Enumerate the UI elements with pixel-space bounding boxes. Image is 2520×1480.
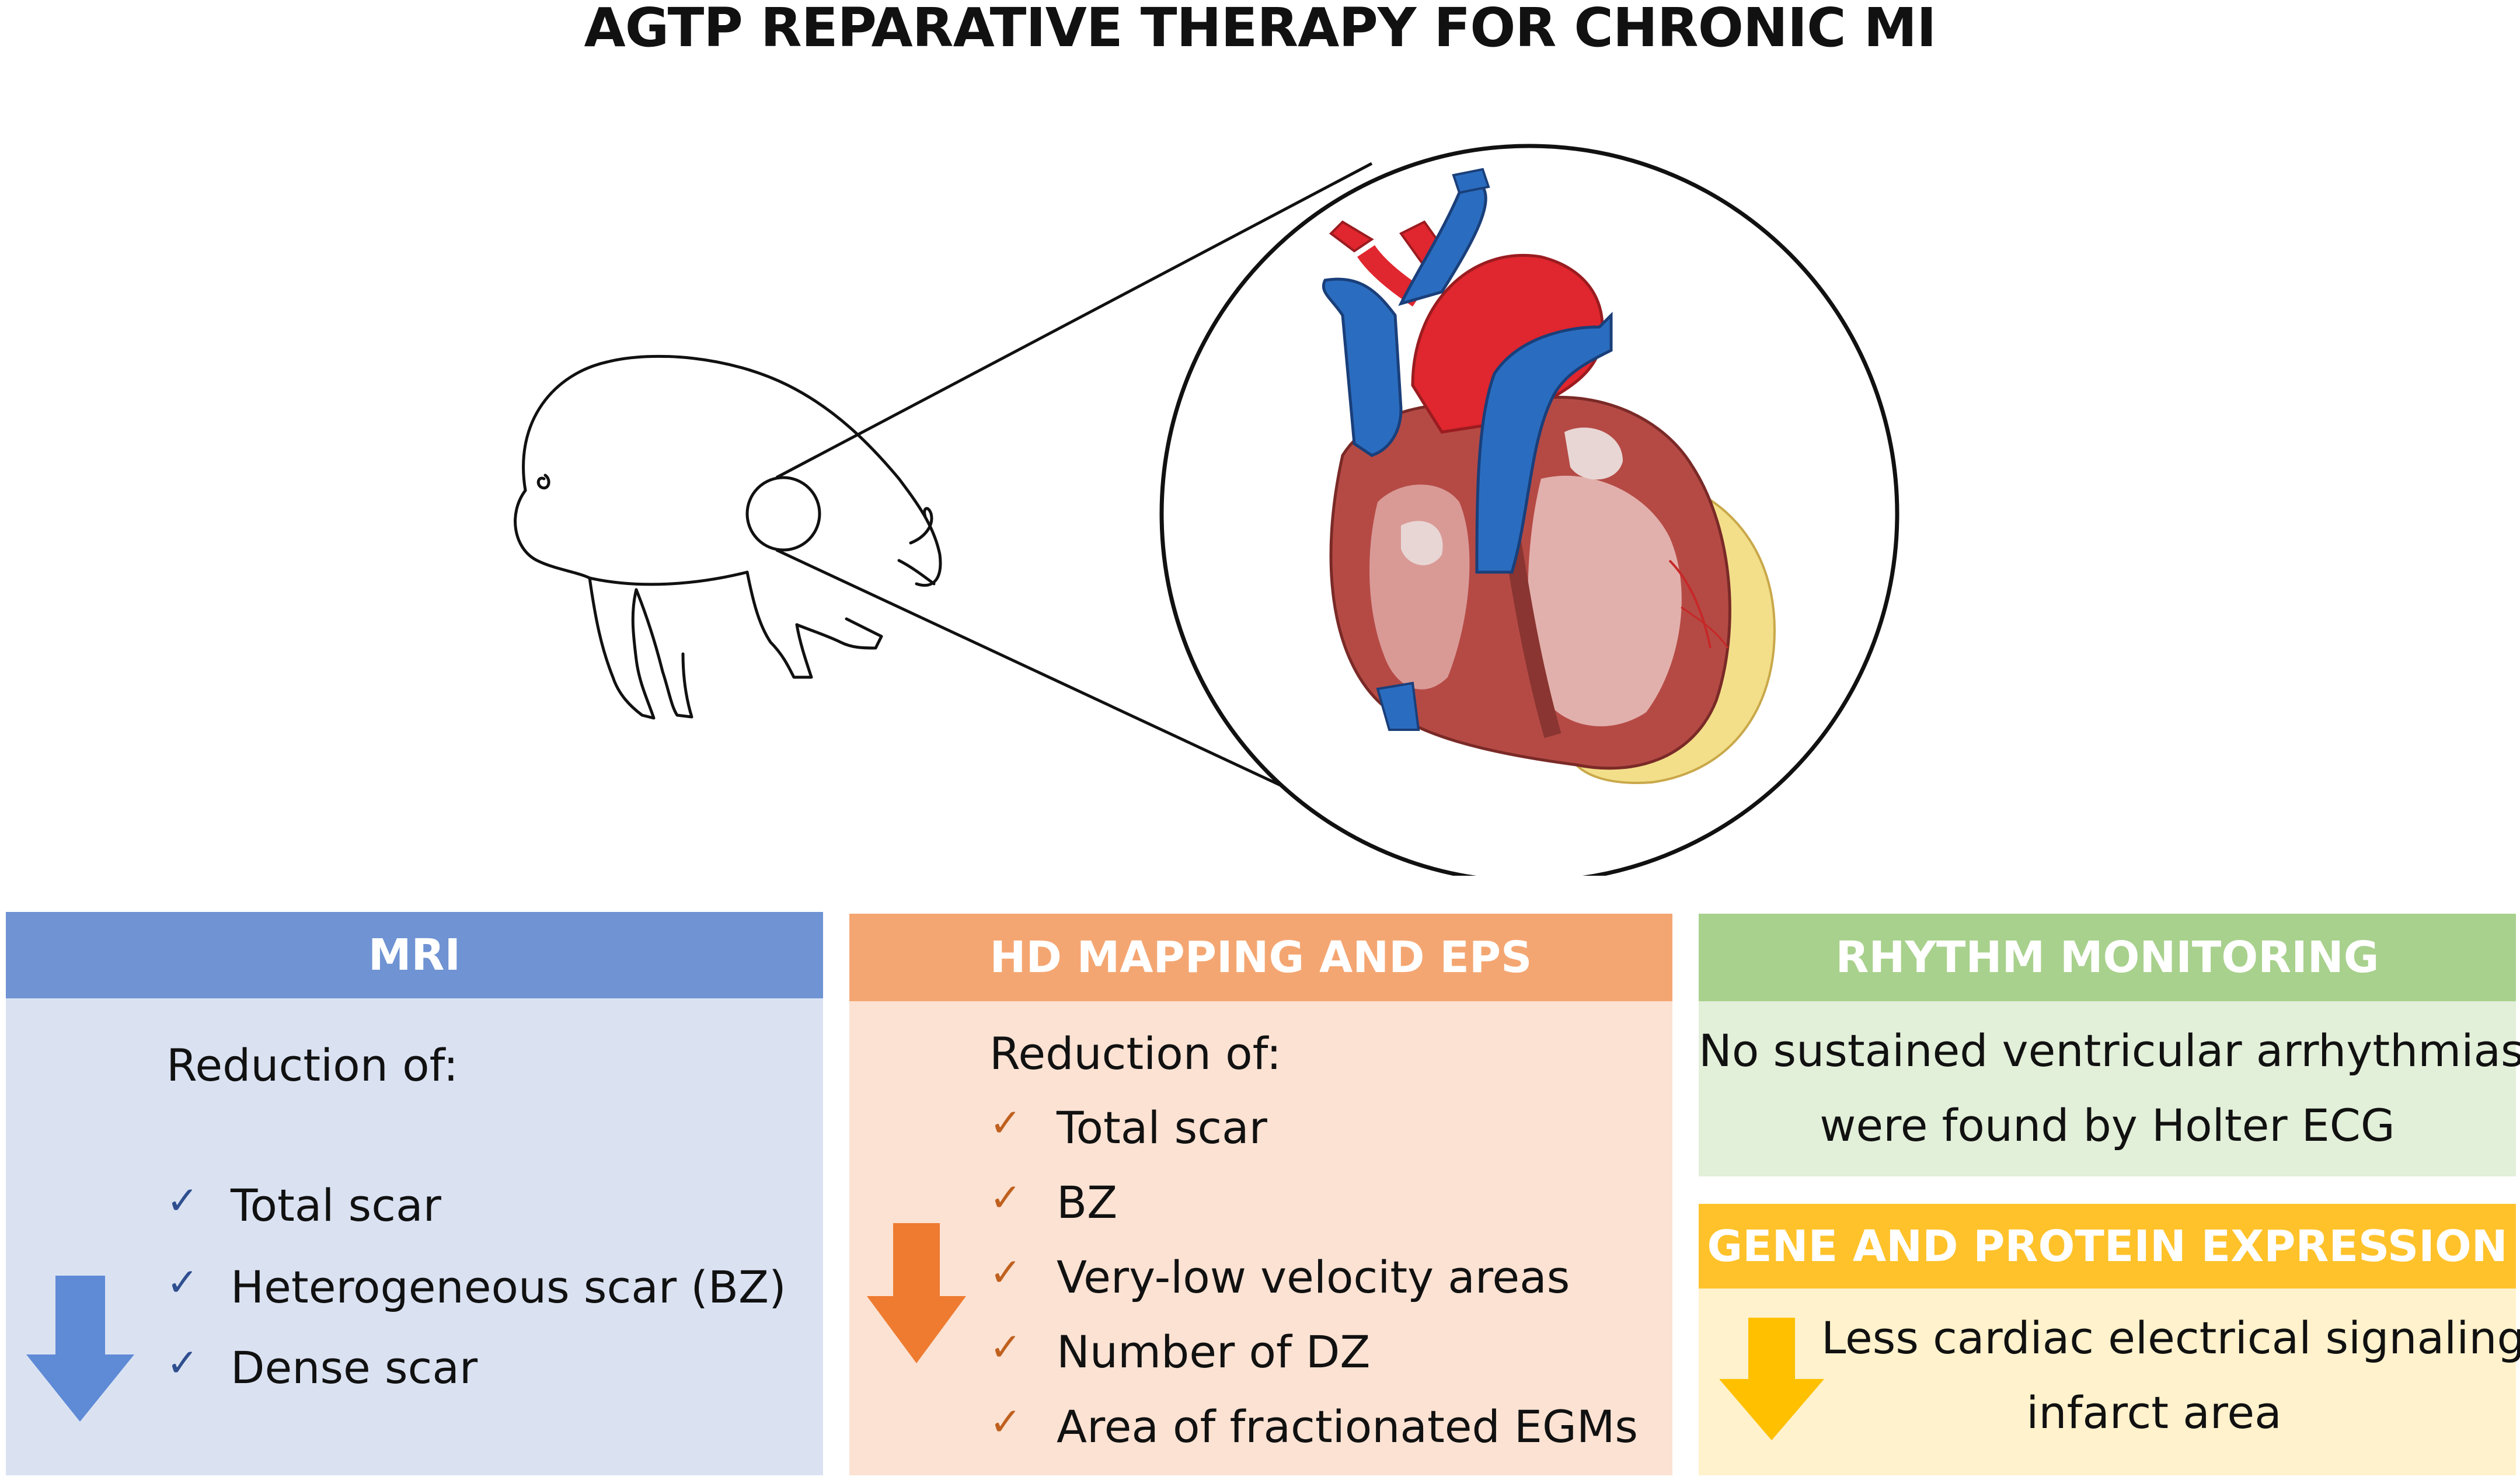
rhythm-body: No sustained ventricular arrhythmias wer… [1699, 1001, 2520, 1176]
hd-item-3: Very-low velocity areas [1057, 1251, 1570, 1303]
hd-intro: Reduction of: [989, 1028, 1282, 1079]
down-arrow-icon [26, 1276, 134, 1422]
check-icon: ✓ [989, 1175, 1022, 1220]
gene-line-1: Less cardiac electrical signaling in [1821, 1312, 2520, 1364]
check-icon: ✓ [989, 1325, 1022, 1370]
hd-body: Reduction of: ✓ Total scar ✓ BZ ✓ Very-l… [849, 1001, 1672, 1475]
heart-illustration [1322, 168, 1776, 784]
gene-body: Less cardiac electrical signaling in inf… [1699, 1289, 2520, 1475]
down-arrow-icon [1719, 1318, 1824, 1440]
mri-item-3: Dense scar [231, 1342, 478, 1394]
check-icon: ✓ [989, 1399, 1022, 1444]
gene-line-2: infarct area [2026, 1387, 2282, 1439]
hd-item-2: BZ [1057, 1176, 1118, 1228]
check-icon: ✓ [166, 1340, 199, 1385]
mri-header: MRI [6, 912, 823, 998]
hd-item-1: Total scar [1057, 1102, 1267, 1154]
zoom-lines [775, 162, 1373, 813]
hd-header: HD MAPPING AND EPS [849, 914, 1672, 1001]
gene-panel: GENE AND PROTEIN EXPRESSION Less cardiac… [1699, 1204, 2520, 1475]
hd-item-4: Number of DZ [1057, 1326, 1371, 1378]
check-icon: ✓ [989, 1101, 1022, 1145]
pig-drawing [514, 354, 942, 720]
mri-intro: Reduction of: [166, 1039, 459, 1091]
check-icon: ✓ [989, 1250, 1022, 1295]
rhythm-line-1: No sustained ventricular arrhythmias [1699, 1025, 2520, 1077]
mri-body: Reduction of: ✓ Total scar ✓ Heterogeneo… [6, 998, 823, 1475]
down-arrow-icon [867, 1223, 966, 1363]
mri-panel: MRI Reduction of: ✓ Total scar ✓ Heterog… [6, 912, 823, 1475]
mri-item-2: Heterogeneous scar (BZ) [231, 1261, 786, 1313]
check-icon: ✓ [166, 1178, 199, 1223]
check-icon: ✓ [166, 1260, 199, 1305]
rhythm-line-2: were found by Holter ECG [1820, 1099, 2395, 1151]
hd-item-5: Area of fractionated EGMs [1057, 1401, 1639, 1453]
page-title: AGTP REPARATIVE THERAPY FOR CHRONIC MI [584, 0, 1937, 59]
hd-panel: HD MAPPING AND EPS Reduction of: ✓ Total… [849, 914, 1672, 1475]
illustration [514, 144, 1899, 876]
rhythm-header: RHYTHM MONITORING [1699, 914, 2516, 1001]
mri-item-1: Total scar [231, 1179, 441, 1231]
gene-header: GENE AND PROTEIN EXPRESSION [1699, 1204, 2516, 1289]
rhythm-panel: RHYTHM MONITORING No sustained ventricul… [1699, 914, 2520, 1176]
